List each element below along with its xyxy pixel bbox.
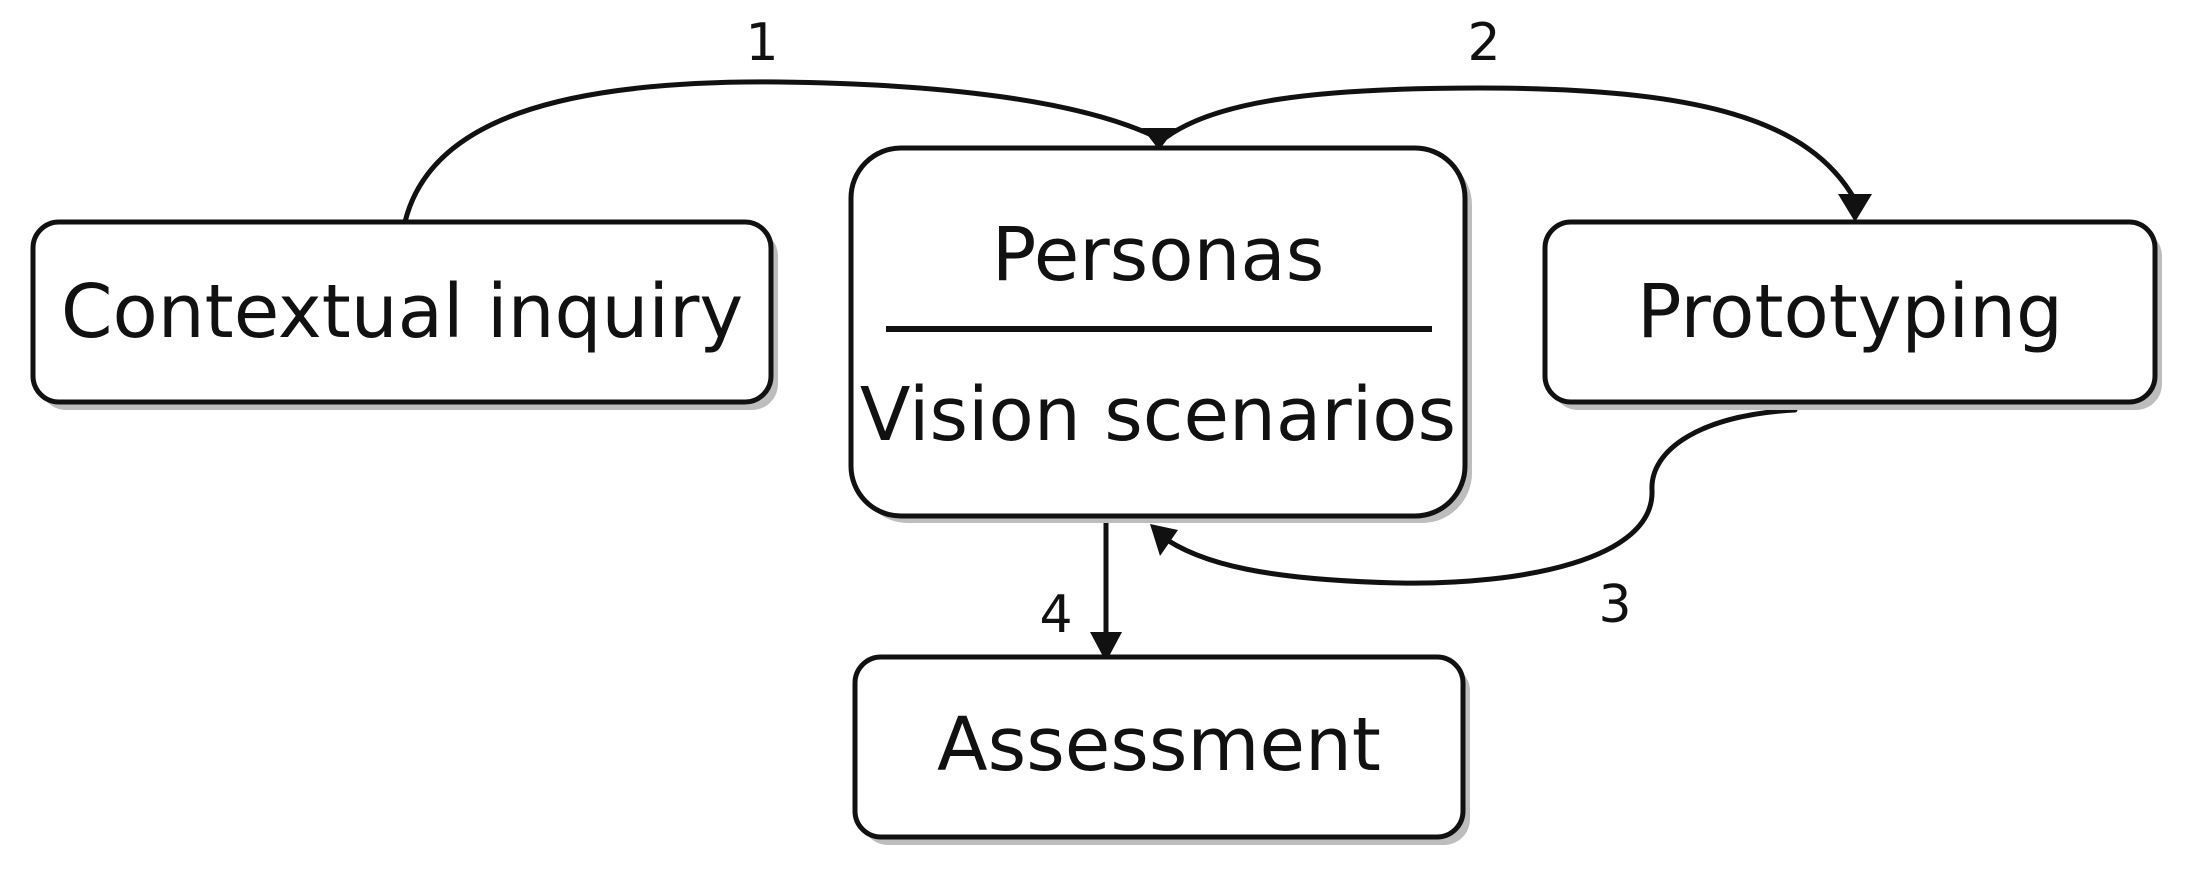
edge-4: 4: [1039, 517, 1122, 662]
node-prototyping: Prototyping: [1542, 219, 2162, 410]
edge-2: 2: [1157, 13, 1872, 222]
prototyping-box: [1542, 219, 2158, 405]
contextual-inquiry-label: Contextual inquiry: [61, 269, 743, 355]
edge-1-label: 1: [745, 13, 778, 73]
edge-3-arrowhead: [1150, 524, 1178, 556]
prototyping-label: Prototyping: [1637, 269, 2063, 355]
assessment-label: Assessment: [937, 702, 1381, 788]
node-assessment: Assessment: [852, 654, 1470, 845]
edge-2-line: [1157, 85, 1858, 203]
contextual-inquiry-box: [30, 219, 774, 405]
personas-label: Personas: [992, 212, 1325, 298]
edge-3-line: [1157, 407, 1798, 586]
edge-2-arrowhead: [1838, 194, 1872, 222]
edge-3-label: 3: [1598, 575, 1631, 635]
vision-scenarios-label: Vision scenarios: [860, 372, 1456, 458]
edge-1-line: [402, 79, 1161, 225]
edge-2-label: 2: [1467, 13, 1500, 73]
node-contextual-inquiry: Contextual inquiry: [30, 219, 778, 410]
edge-1: 1: [402, 13, 1176, 225]
assessment-box: [852, 654, 1466, 840]
edge-4-arrowhead: [1090, 632, 1122, 662]
edge-4-label: 4: [1039, 585, 1072, 645]
edge-3: 3: [1150, 407, 1798, 635]
node-personas-vision: Personas Vision scenarios: [848, 145, 1472, 523]
